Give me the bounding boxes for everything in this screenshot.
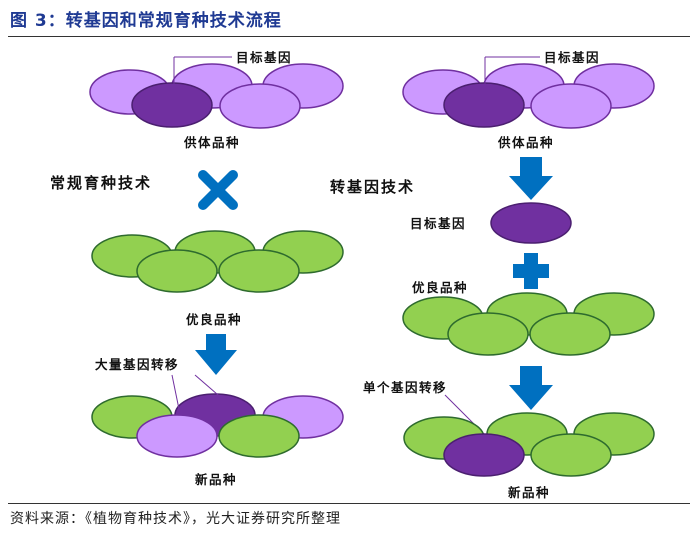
elite-label-right: 优良品种 (412, 280, 468, 295)
plus-icon (513, 253, 549, 289)
top-rule (8, 36, 690, 37)
new-label-right: 新品种 (508, 485, 550, 500)
mass-transfer-label: 大量基因转移 (95, 357, 179, 372)
single-transfer-label: 单个基因转移 (363, 380, 447, 395)
target-gene-label-left: 目标基因 (236, 50, 292, 65)
new-label-left: 新品种 (195, 472, 237, 487)
donor-label-right: 供体品种 (497, 135, 554, 150)
cross-icon (198, 170, 238, 210)
down-arrow-right-2 (509, 366, 553, 410)
conventional-breeding-label: 常规育种技术 (50, 174, 152, 192)
elite-label-left: 优良品种 (186, 312, 242, 327)
elite-cluster-left (91, 230, 344, 293)
donor-cluster-left (89, 63, 344, 129)
source-note: 资料来源：《植物育种技术》，光大证券研究所整理 (10, 511, 341, 527)
new-cluster-left (91, 393, 344, 458)
elite-cluster-right (402, 292, 655, 356)
new-cluster-right (403, 412, 655, 477)
transgenic-label: 转基因技术 (330, 178, 415, 196)
target-gene-ellipse (490, 202, 572, 244)
donor-label-left: 供体品种 (183, 135, 240, 150)
bottom-rule (8, 503, 690, 504)
target-gene-label-right-top: 目标基因 (544, 50, 600, 65)
down-arrow-left (195, 334, 237, 375)
donor-cluster-right (402, 63, 655, 129)
figure-title: 图 3：转基因和常规育种技术流程 (10, 11, 282, 31)
down-arrow-right-1 (509, 157, 553, 200)
target-gene-label-right-mid: 目标基因 (410, 216, 466, 231)
